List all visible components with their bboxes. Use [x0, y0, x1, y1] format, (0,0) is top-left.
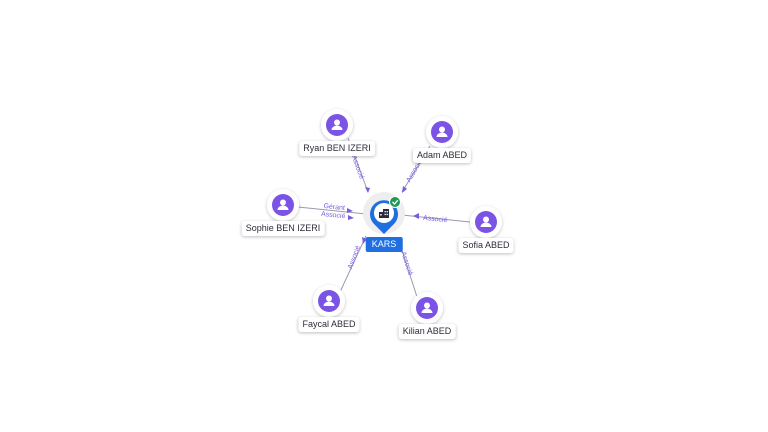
company-node-kars[interactable] — [363, 192, 405, 234]
person-icon — [323, 295, 335, 306]
person-label-faycal[interactable]: Faycal ABED — [298, 317, 360, 332]
building-icon — [379, 209, 389, 218]
edge-label-kilian: Associé — [399, 251, 413, 277]
company-label[interactable]: KARS — [365, 237, 403, 252]
person-icon — [331, 119, 343, 130]
edge-label-sophie-1: Gérant — [323, 203, 345, 212]
edge-label-sophie-2: Associé — [321, 211, 346, 221]
edge-label-sofia: Associé — [423, 215, 448, 225]
check-icon — [389, 196, 401, 208]
person-node-faycal[interactable] — [313, 285, 345, 317]
person-label-kilian[interactable]: Kilian ABED — [398, 324, 456, 339]
person-node-sofia[interactable] — [470, 206, 502, 238]
person-node-kilian[interactable] — [411, 292, 443, 324]
edge-sofia: Associé — [401, 213, 471, 225]
person-label-sophie[interactable]: Sophie BEN IZERI — [241, 221, 325, 236]
person-label-sofia[interactable]: Sofia ABED — [458, 238, 514, 253]
person-icon — [480, 216, 492, 227]
person-icon — [277, 199, 289, 210]
person-icon — [436, 126, 448, 137]
edge-faycal: Associé — [339, 235, 367, 293]
edge-sophie: Gérant Associé — [297, 203, 367, 221]
person-node-sophie[interactable] — [267, 189, 299, 221]
edge-label-ryan: Associé — [350, 155, 365, 181]
person-node-ryan[interactable] — [321, 109, 353, 141]
edge-label-faycal: Associé — [347, 245, 362, 271]
person-label-ryan[interactable]: Ryan BEN IZERI — [299, 141, 375, 156]
person-icon — [421, 302, 433, 313]
person-node-adam[interactable] — [426, 116, 458, 148]
person-label-adam[interactable]: Adam ABED — [412, 148, 472, 163]
